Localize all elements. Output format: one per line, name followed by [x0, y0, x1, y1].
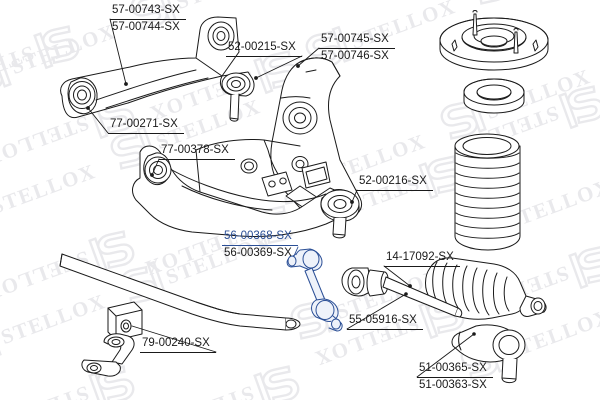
inner-tie-rod-art	[341, 267, 463, 318]
lower-control-arm-art	[132, 139, 360, 239]
steering-rack-boot-art	[425, 257, 547, 320]
stabilizer-link-art	[286, 248, 343, 332]
leader-lines	[86, 18, 475, 378]
strut-bearing-art	[463, 78, 525, 114]
upper-control-arm-art	[60, 16, 255, 122]
strut-dust-boot-art	[454, 133, 521, 251]
outer-tie-rod-end-art	[451, 324, 526, 384]
strut-mount-art	[439, 10, 549, 71]
stabilizer-bar-art	[59, 253, 301, 377]
